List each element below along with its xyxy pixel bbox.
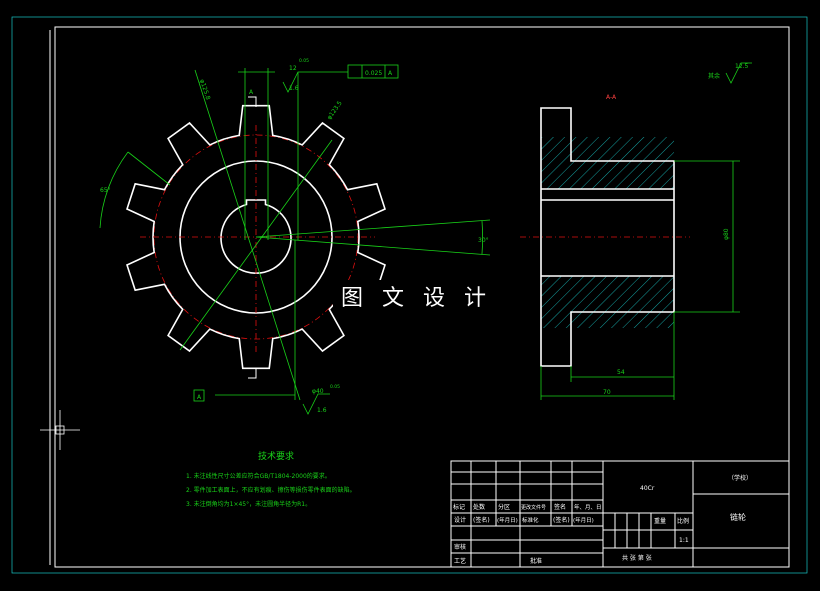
surface-finish-rest: 其余	[708, 72, 720, 80]
total-length-text: 70	[603, 389, 611, 396]
hub-tol-text: 0.05	[330, 384, 340, 390]
roughness-a-text: 1.6	[289, 85, 299, 92]
title-block-frame	[450, 460, 790, 568]
watermark-bg	[333, 280, 493, 314]
section-label: A-A	[606, 94, 617, 101]
tb-process: 工艺	[454, 557, 466, 565]
pitch-dia-text: φ123.5	[326, 100, 344, 121]
tol-datum-text: A	[388, 70, 393, 77]
roughness-b-text: 1.6	[317, 407, 327, 414]
tb-label-3: 更改文件号	[521, 504, 546, 511]
tb-row2-4: (签名)	[553, 516, 570, 524]
surface-finish-symbol	[725, 62, 752, 84]
tb-review: 审核	[454, 543, 466, 551]
hatch-top	[541, 137, 674, 189]
tech-req-item-1: 1. 未注线性尺寸公差应符合GB/T1804-2000的要求。	[186, 472, 331, 480]
dim-line-dia-pitch	[179, 139, 333, 351]
tb-approve: 批准	[530, 557, 542, 565]
angle-line-a	[255, 219, 491, 238]
section-view	[520, 107, 740, 400]
outer-border	[11, 16, 808, 574]
keyway-width-text: 12	[289, 65, 297, 72]
tb-label-5: 年、月、日	[574, 503, 602, 511]
hub-length-text: 54	[617, 369, 625, 376]
keyway-tol-text: 0.05	[299, 58, 309, 64]
section-mark-top	[248, 96, 257, 107]
tech-req-item-2: 2. 零件加工表面上，不应有划痕、擦伤等损伤零件表面的缺陷。	[186, 486, 356, 494]
gear-front-view	[99, 64, 491, 415]
angle-30-text: 30°	[478, 237, 489, 244]
tolerance-frame	[347, 64, 399, 79]
datum-box	[193, 389, 205, 402]
datum-letter-text: A	[197, 394, 202, 401]
tb-label-4: 签名	[554, 503, 566, 511]
tech-req-title: 技术要求	[258, 450, 294, 462]
bore-keyway	[220, 199, 292, 274]
tb-weight: 重量	[654, 517, 666, 525]
watermark-text: 图 文 设 计	[341, 286, 492, 311]
tb-label-2: 分区	[498, 503, 510, 511]
outer-dia-text: φ125.8	[198, 78, 211, 100]
tech-req-item-3: 3. 未注倒角均为1×45°，未注圆角半径为R1。	[186, 500, 311, 508]
tb-row2-0: 设计	[454, 516, 466, 524]
tb-label-1: 处数	[473, 503, 485, 511]
cursor-crosshair-icon	[40, 410, 80, 450]
angle-65-text: 65°	[100, 187, 111, 194]
angle-line-b	[255, 236, 491, 256]
tb-row2-5: (年月日)	[573, 516, 594, 524]
hub-dia-text: φ40	[312, 388, 324, 395]
section-height-text: φ80	[723, 228, 730, 240]
surface-finish-value: 12.5	[735, 63, 749, 70]
roughness-symbol-top	[282, 71, 310, 93]
tol-value-text: 0.025	[365, 70, 382, 77]
tb-material: 40Cr	[640, 485, 655, 492]
tb-sheets: 共 张 第 张	[622, 554, 652, 562]
roughness-symbol-bottom	[302, 393, 330, 415]
tb-row2-3: 标准化	[522, 516, 539, 524]
tb-scale: 比例	[677, 517, 689, 525]
tb-scale-value: 1:1	[679, 537, 689, 544]
tb-row2-1: (签名)	[473, 516, 490, 524]
section-mark-bottom	[248, 368, 257, 379]
title-block	[450, 460, 790, 568]
hatch-bottom	[541, 276, 674, 328]
tb-part-name: 链轮	[730, 512, 746, 522]
dim-line-dia-outer	[194, 69, 301, 401]
inner-border	[54, 26, 790, 568]
tb-row2-2: (年月日)	[497, 516, 518, 524]
view-marker-top: A	[249, 89, 254, 96]
angle-leader-65	[127, 151, 171, 186]
gear-teeth-outline	[126, 104, 386, 370]
angle-arc-30	[481, 220, 484, 255]
tb-label-0: 标记	[453, 503, 465, 511]
angle-arc-65	[99, 151, 129, 229]
tb-school: （学校）	[728, 474, 752, 482]
